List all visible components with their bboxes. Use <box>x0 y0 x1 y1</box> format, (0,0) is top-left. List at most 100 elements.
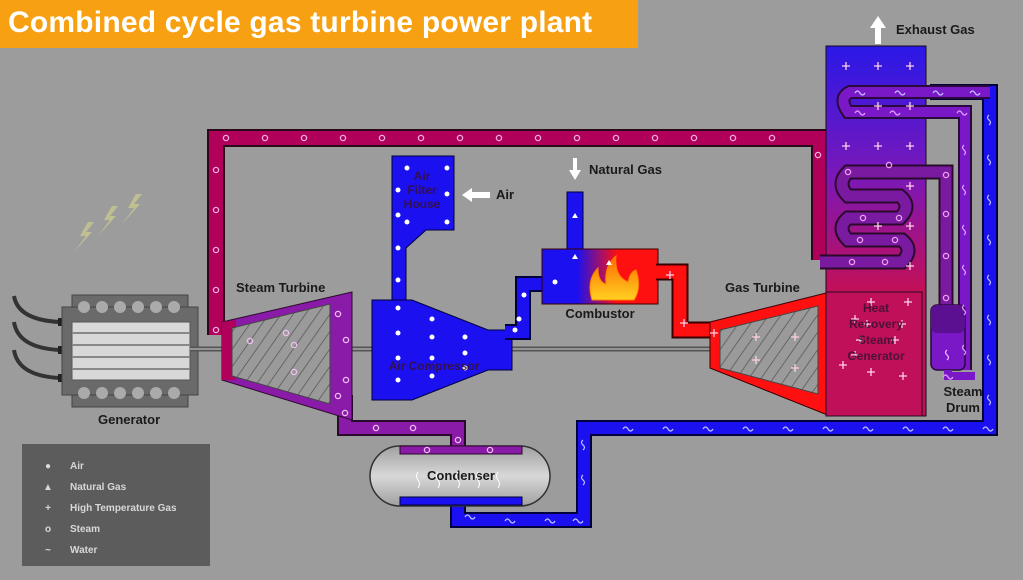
air-filter-label-1: Air <box>414 169 431 183</box>
steam-marker <box>334 392 342 400</box>
air-marker <box>462 350 468 356</box>
air-input-label: Air <box>496 187 514 202</box>
water-marker <box>961 264 967 276</box>
hot-gas-marker <box>839 361 847 369</box>
air-marker <box>429 355 435 361</box>
steam-drum-label-1: Steam <box>943 384 982 399</box>
steam-marker <box>454 436 462 444</box>
legend-label: Natural Gas <box>70 482 127 493</box>
dot-icon: ● <box>45 461 51 472</box>
air-filter-label-3: House <box>404 197 441 211</box>
air-marker <box>512 327 518 333</box>
air-filter-label-2: Filter <box>407 183 437 197</box>
air-marker <box>462 365 468 371</box>
steam-marker <box>895 214 903 222</box>
water-marker <box>942 374 954 380</box>
water-marker <box>986 314 992 326</box>
water-marker <box>956 110 968 116</box>
hot-gas-marker <box>899 372 907 380</box>
steam-turbine-label: Steam Turbine <box>236 280 325 295</box>
flow-markers <box>212 62 994 524</box>
steam-marker <box>486 446 494 454</box>
steam-marker <box>212 286 220 294</box>
steam-marker <box>690 134 698 142</box>
water-marker <box>986 274 992 286</box>
flame-icon <box>589 254 640 301</box>
legend-label: Water <box>70 545 98 556</box>
hot-gas-marker <box>863 320 871 328</box>
steam-marker <box>942 294 950 302</box>
combustor-label: Combustor <box>565 306 634 321</box>
steam-marker <box>341 409 349 417</box>
gas-turbine-label: Gas Turbine <box>725 280 800 295</box>
water-marker <box>942 426 954 432</box>
exhaust-gas-label: Exhaust Gas <box>896 22 975 37</box>
air-marker <box>521 292 527 298</box>
hrsg-label-3: Steam <box>858 333 894 347</box>
air-compressor-label: Air Compressor <box>389 359 480 373</box>
steam-marker <box>942 171 950 179</box>
steam-marker <box>814 151 822 159</box>
water-marker <box>961 224 967 236</box>
steam-marker <box>417 134 425 142</box>
air-marker <box>395 212 401 218</box>
air-marker <box>444 191 450 197</box>
water-marker <box>961 304 967 316</box>
water-marker <box>580 474 586 486</box>
plus-icon: + <box>45 503 51 514</box>
steam-marker <box>885 161 893 169</box>
water-marker <box>862 426 874 432</box>
hot-gas-marker <box>906 102 914 110</box>
water-marker <box>854 110 866 116</box>
steam-marker <box>372 424 380 432</box>
hot-gas-marker <box>906 142 914 150</box>
hot-gas-marker <box>874 222 882 230</box>
water-marker <box>742 426 754 432</box>
hot-gas-marker <box>867 368 875 376</box>
generator-label: Generator <box>98 412 160 427</box>
legend-label: Steam <box>70 524 100 535</box>
hot-gas-marker <box>791 333 799 341</box>
water-marker <box>662 426 674 432</box>
hot-gas-marker <box>891 336 899 344</box>
water-marker <box>986 154 992 166</box>
hot-gas-marker <box>906 182 914 190</box>
air-marker <box>404 165 410 171</box>
water-marker <box>961 344 967 356</box>
water-marker <box>464 514 476 520</box>
air-marker <box>462 334 468 340</box>
gas-turbine <box>709 291 923 417</box>
steam-marker <box>651 134 659 142</box>
steam-marker <box>856 236 864 244</box>
water-marker <box>544 518 556 524</box>
natural-gas-marker <box>572 213 578 218</box>
hot-gas-marker <box>842 62 850 70</box>
hot-gas-marker <box>791 364 799 372</box>
hot-gas-marker <box>906 222 914 230</box>
steam-marker <box>334 310 342 318</box>
steam-marker <box>844 168 852 176</box>
hot-gas-marker <box>680 319 688 327</box>
air-marker <box>429 334 435 340</box>
hrsg-label-2: Recovery <box>849 317 903 331</box>
hot-gas-marker <box>867 298 875 306</box>
steam-marker <box>246 337 254 345</box>
natural-gas-arrow-icon <box>569 158 581 180</box>
air-marker <box>444 165 450 171</box>
steam-marker <box>768 134 776 142</box>
steam-marker <box>290 341 298 349</box>
hot-gas-marker <box>851 315 859 323</box>
natural-gas-marker <box>606 260 612 265</box>
air-marker <box>516 316 522 322</box>
water-marker <box>986 354 992 366</box>
steam-marker <box>456 134 464 142</box>
condenser <box>369 445 551 507</box>
steam-marker <box>942 210 950 218</box>
water-marker <box>504 518 516 524</box>
water-marker <box>889 110 901 116</box>
air-compressor <box>371 276 548 401</box>
hot-gas-marker <box>851 351 859 359</box>
steam-marker <box>261 134 269 142</box>
air-marker <box>395 277 401 283</box>
